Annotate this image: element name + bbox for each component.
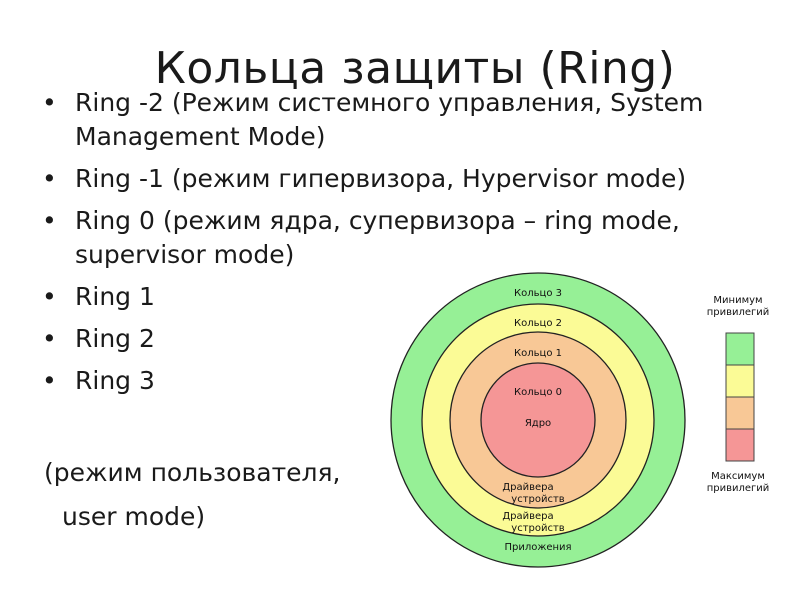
legend-swatch-red: [725, 428, 755, 462]
bullet-ring-1: Ring 1: [40, 280, 730, 314]
bullet-ring-minus-1: Ring -1 (режим гипервизора, Hypervisor m…: [40, 162, 730, 196]
bullet-ring-3: Ring 3: [40, 364, 730, 398]
rings-group: [390, 272, 686, 568]
ring-2-label: Кольцо 2: [514, 318, 562, 329]
legend-swatch-green: [725, 332, 755, 366]
kernel-label: Ядро: [525, 418, 551, 429]
user-mode-line-2: user mode): [62, 502, 206, 531]
ring-0-label: Кольцо 0: [514, 387, 562, 398]
bullet-ring-0: Ring 0 (режим ядра, супервизора – ring m…: [40, 204, 730, 272]
ring-3-label: Кольцо 3: [514, 288, 562, 299]
ring-1-label: Кольцо 1: [514, 348, 562, 359]
legend-swatch-yellow: [725, 364, 755, 398]
ring-0-circle: [480, 362, 596, 478]
bullet-list: Ring -2 (Режим системного управления, Sy…: [40, 86, 730, 406]
applications-label: Приложения: [504, 542, 571, 553]
bullet-ring-minus-2: Ring -2 (Режим системного управления, Sy…: [40, 86, 730, 154]
bullet-ring-2: Ring 2: [40, 322, 730, 356]
legend-swatch-orange: [725, 396, 755, 430]
user-mode-line-1: (режим пользователя,: [44, 458, 341, 487]
